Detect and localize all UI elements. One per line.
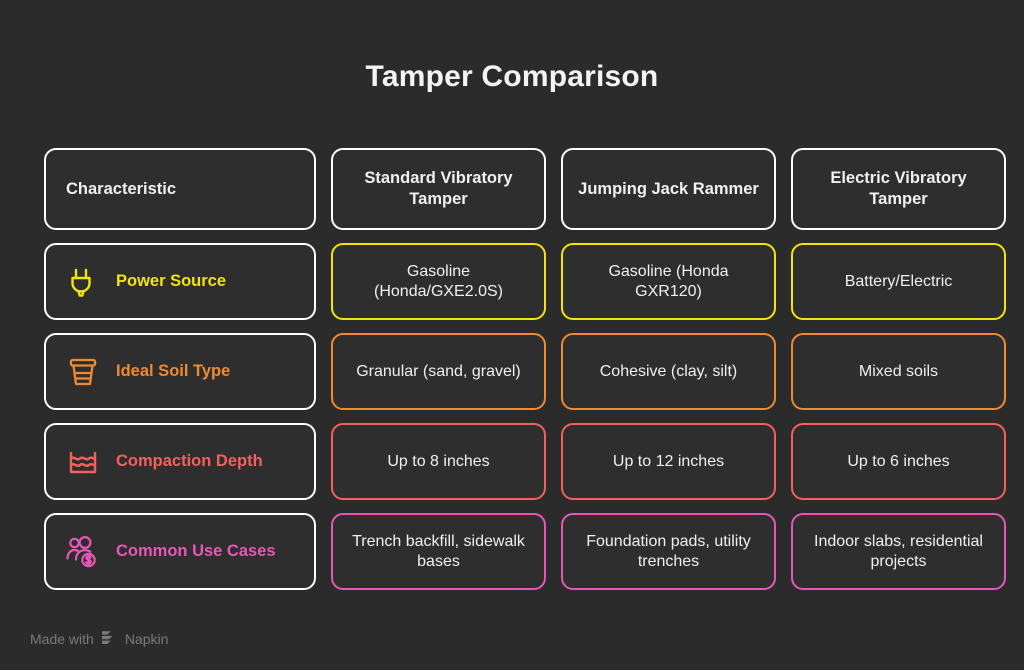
page-title: Tamper Comparison bbox=[365, 60, 659, 93]
header-label: Jumping Jack Rammer bbox=[578, 179, 759, 198]
cell-compaction-depth-electric: Up to 6 inches bbox=[791, 423, 1006, 500]
made-with-napkin-footer: Made with Napkin bbox=[30, 630, 168, 648]
header-label: Electric Vibratory Tamper bbox=[830, 169, 967, 208]
cell-use-cases-standard: Trench backfill, sidewalk bases bbox=[331, 513, 546, 590]
cell-soil-type-jumping: Cohesive (clay, silt) bbox=[561, 333, 776, 410]
header-label: Characteristic bbox=[66, 179, 177, 198]
row-label-power-source: Power Source bbox=[44, 243, 316, 320]
header-cell-standard-vibratory-tamper: Standard Vibratory Tamper bbox=[331, 148, 546, 230]
footer-brand: Napkin bbox=[124, 631, 169, 647]
cell-soil-type-standard: Granular (sand, gravel) bbox=[331, 333, 546, 410]
table-row-ideal-soil-type: Ideal Soil Type Granular (sand, gravel) … bbox=[44, 333, 1006, 410]
cell-power-source-standard: Gasoline (Honda/GXE2.0S) bbox=[331, 243, 546, 320]
header-cell-electric-vibratory-tamper: Electric Vibratory Tamper bbox=[791, 148, 1006, 230]
table-header-row: Characteristic Standard Vibratory Tamper… bbox=[44, 148, 1006, 230]
row-label-common-use-cases: Common Use Cases bbox=[44, 513, 316, 590]
row-label-ideal-soil-type: Ideal Soil Type bbox=[44, 333, 316, 410]
table-row-common-use-cases: Common Use Cases Trench backfill, sidewa… bbox=[44, 513, 1006, 590]
table-row-compaction-depth: Compaction Depth Up to 8 inches Up to 12… bbox=[44, 423, 1006, 500]
header-cell-jumping-jack-rammer: Jumping Jack Rammer bbox=[561, 148, 776, 230]
people-money-icon bbox=[64, 533, 102, 571]
power-plug-icon bbox=[64, 263, 102, 301]
cell-use-cases-jumping: Foundation pads, utility trenches bbox=[561, 513, 776, 590]
cell-soil-type-electric: Mixed soils bbox=[791, 333, 1006, 410]
header-cell-characteristic: Characteristic bbox=[44, 148, 316, 230]
table-row-power-source: Power Source Gasoline (Honda/GXE2.0S) Ga… bbox=[44, 243, 1006, 320]
napkin-logo-icon bbox=[101, 630, 118, 648]
row-label-text: Compaction Depth bbox=[116, 452, 263, 471]
row-label-text: Common Use Cases bbox=[116, 542, 276, 561]
water-waves-icon bbox=[64, 443, 102, 481]
soil-bucket-icon bbox=[64, 353, 102, 391]
comparison-table: Characteristic Standard Vibratory Tamper… bbox=[44, 148, 1006, 590]
cell-use-cases-electric: Indoor slabs, residential projects bbox=[791, 513, 1006, 590]
row-label-text: Power Source bbox=[116, 272, 227, 291]
cell-power-source-electric: Battery/Electric bbox=[791, 243, 1006, 320]
cell-compaction-depth-jumping: Up to 12 inches bbox=[561, 423, 776, 500]
row-label-compaction-depth: Compaction Depth bbox=[44, 423, 316, 500]
header-label: Standard Vibratory Tamper bbox=[364, 169, 513, 208]
row-label-text: Ideal Soil Type bbox=[116, 362, 231, 381]
footer-prefix: Made with bbox=[30, 631, 94, 647]
cell-compaction-depth-standard: Up to 8 inches bbox=[331, 423, 546, 500]
cell-power-source-jumping: Gasoline (Honda GXR120) bbox=[561, 243, 776, 320]
